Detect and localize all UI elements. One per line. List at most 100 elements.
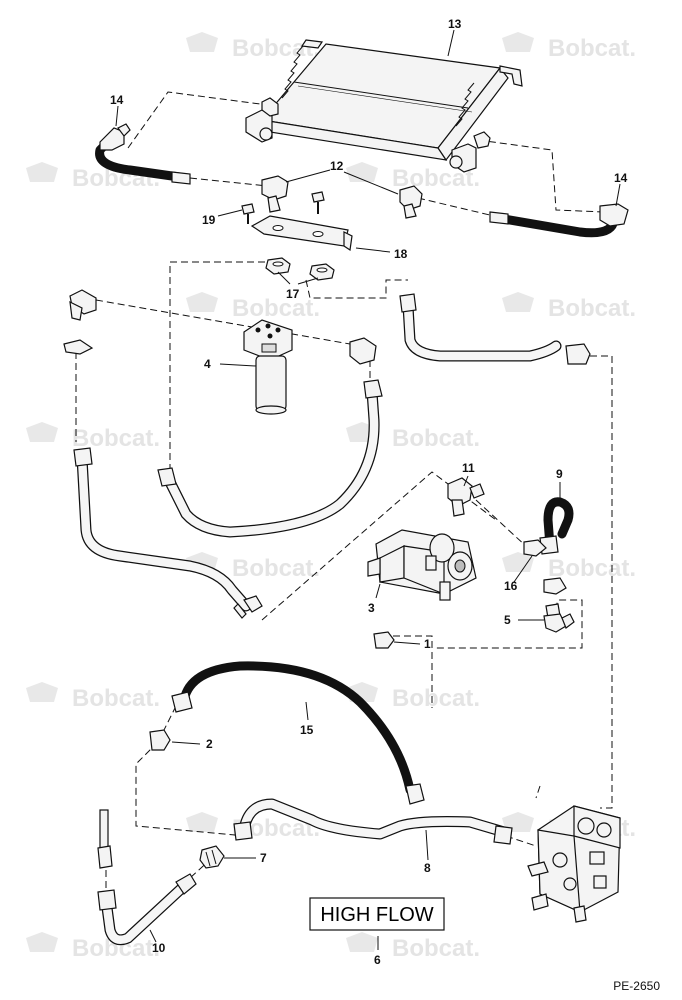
watermark: Bobcat.: [26, 422, 160, 452]
high-flow-title: HIGH FLOW: [309, 897, 445, 931]
assembly-lines: [75, 91, 613, 888]
dash-line: [535, 785, 541, 799]
leader-line: [115, 105, 119, 127]
leader-line: [149, 929, 157, 943]
elbow-fitting: [447, 477, 485, 517]
callouts: 13 14 14 12 19 18 17 4 11 9 16 3 5 1 2 1…: [110, 17, 628, 967]
bolt: [241, 203, 255, 224]
hydraulic-filter: [243, 319, 293, 415]
watermark: Bobcat.: [186, 292, 320, 322]
dash-line: [475, 499, 529, 549]
watermark: Bobcat.: [26, 932, 160, 962]
dash-line: [417, 197, 495, 217]
elbow-fitting: [261, 175, 289, 213]
leader-line: [305, 701, 309, 721]
callout-14-right: 14: [614, 171, 628, 185]
dash-line: [169, 261, 276, 468]
dash-line: [261, 471, 497, 621]
leader-line: [375, 583, 381, 599]
fitting: [199, 845, 225, 869]
svg-text:Bobcat.: Bobcat.: [232, 555, 320, 582]
callout-5: 5: [504, 613, 511, 627]
control-valve: [527, 805, 621, 923]
svg-text:Bobcat.: Bobcat.: [72, 685, 160, 712]
callout-4: 4: [204, 357, 211, 371]
callout-17: 17: [286, 287, 300, 301]
elbow-fitting: [543, 603, 575, 633]
svg-text:Bobcat.: Bobcat.: [392, 425, 480, 452]
elbow-fitting: [399, 185, 423, 219]
callout-3: 3: [368, 601, 375, 615]
title-label: HIGH FLOW: [320, 904, 433, 926]
leader-line: [513, 555, 533, 583]
leader-line: [447, 29, 455, 57]
dash-line: [189, 177, 269, 187]
fitting: [373, 631, 395, 649]
high-flow-hose: [171, 661, 425, 805]
callout-2: 2: [206, 737, 213, 751]
callout-10: 10: [152, 941, 166, 955]
dash-line: [95, 299, 351, 345]
watermark: Bobcat.: [502, 552, 636, 582]
dash-line: [590, 355, 613, 809]
leader-line: [355, 247, 391, 253]
leader-line: [463, 475, 469, 487]
nut: [309, 263, 335, 281]
watermark: Bobcat.: [26, 162, 160, 192]
svg-text:Bobcat.: Bobcat.: [392, 935, 480, 962]
drawing-code: PE-2650: [613, 979, 660, 993]
watermark: Bobcat.: [346, 422, 480, 452]
mounting-bracket: [250, 215, 353, 252]
svg-text:Bobcat.: Bobcat.: [232, 35, 320, 62]
steel-line-to-valve: [233, 798, 513, 845]
hydraulic-pump: [367, 529, 477, 601]
svg-text:Bobcat.: Bobcat.: [548, 555, 636, 582]
svg-text:Bobcat.: Bobcat.: [548, 35, 636, 62]
fitting: [149, 729, 171, 751]
callout-7: 7: [260, 851, 267, 865]
hose-left: [95, 123, 191, 185]
hose-right: [489, 203, 629, 238]
leader-line: [393, 641, 421, 645]
watermark: Bobcat.: [502, 292, 636, 322]
callout-11: 11: [462, 461, 475, 475]
leader-lines: [115, 29, 621, 950]
oil-cooler: [245, 39, 523, 173]
leader-line: [425, 829, 429, 861]
nut: [265, 257, 291, 275]
bolt: [311, 191, 325, 214]
callout-18: 18: [394, 247, 408, 261]
callout-13: 13: [448, 17, 462, 31]
leader-line: [615, 183, 621, 207]
callout-14-left: 14: [110, 93, 124, 107]
watermark: Bobcat.: [186, 32, 320, 62]
leader-line: [217, 209, 243, 217]
svg-text:Bobcat.: Bobcat.: [548, 295, 636, 322]
dash-line: [477, 139, 605, 213]
steel-line-upper-right: [399, 293, 591, 365]
callout-12: 12: [330, 159, 344, 173]
callout-8: 8: [424, 861, 431, 875]
dash-line: [127, 91, 261, 149]
steel-line-left: [73, 447, 263, 619]
leader-line: [285, 169, 331, 183]
elbow-fitting: [349, 337, 377, 365]
callout-1: 1: [424, 637, 431, 651]
steel-line-lower-left: [97, 809, 197, 946]
callout-9: 9: [556, 467, 563, 481]
svg-text:Bobcat.: Bobcat.: [392, 685, 480, 712]
leader-line: [171, 741, 201, 745]
watermark: Bobcat.: [346, 932, 480, 962]
svg-text:Bobcat.: Bobcat.: [72, 425, 160, 452]
watermark: Bobcat.: [346, 682, 480, 712]
leader-line: [297, 277, 319, 285]
fitting: [543, 577, 567, 595]
fitting: [523, 539, 547, 557]
steel-line-filter-return: [157, 379, 383, 538]
svg-text:Bobcat.: Bobcat.: [232, 295, 320, 322]
callout-16: 16: [504, 579, 518, 593]
callout-15: 15: [300, 723, 314, 737]
o-ring-fitting: [63, 339, 94, 355]
dash-line: [135, 741, 247, 837]
